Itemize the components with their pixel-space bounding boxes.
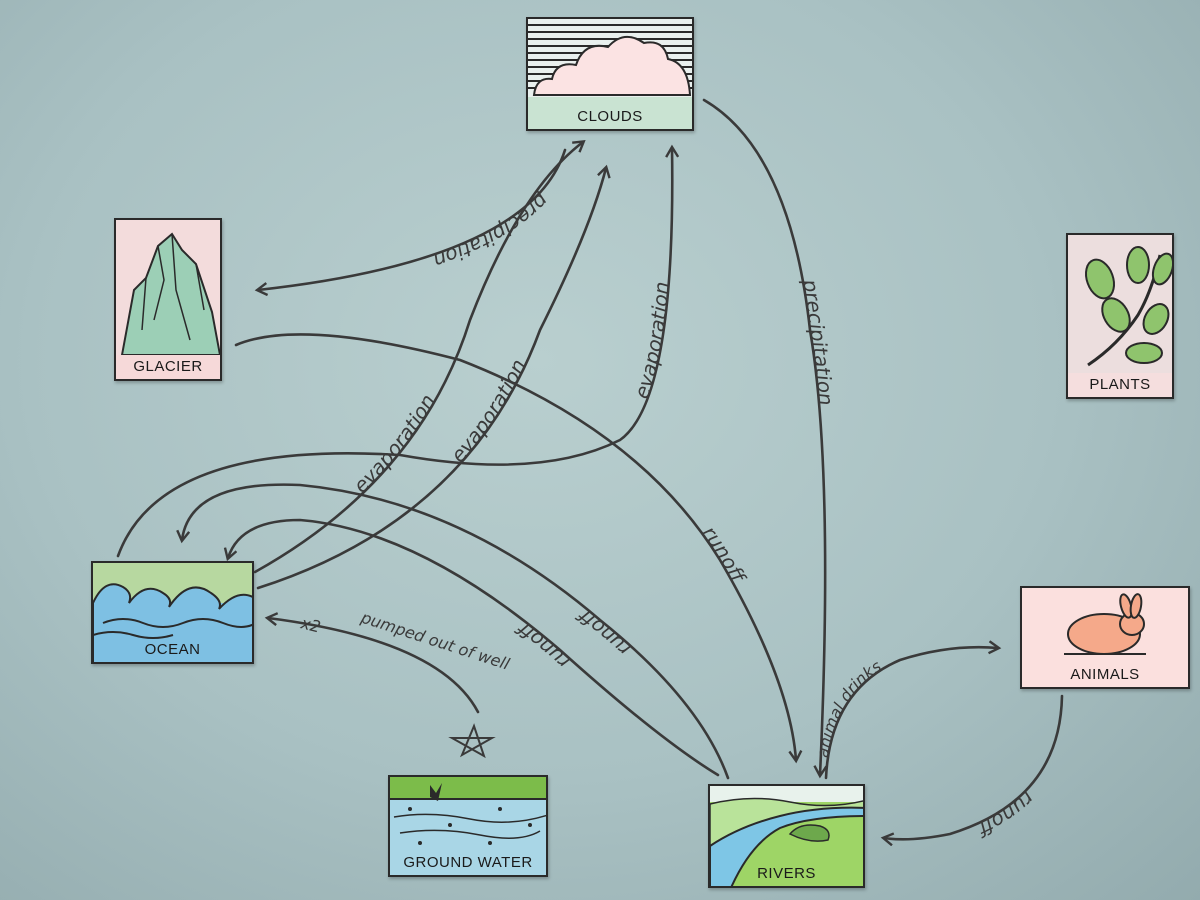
edge-label-ocean-clouds-2: evaporation [446,355,531,467]
star-icon [448,723,496,759]
edge-rivers-to-ocean-1 [182,483,730,780]
edge-clouds-to-glacier [258,148,567,290]
edge-label-glacier-rivers: runoff [697,521,751,588]
rivers-label: RIVERS [757,865,816,882]
edge-clouds-to-rivers [702,98,825,775]
edge-ocean-to-clouds-1 [253,142,583,574]
clouds-icon [528,19,692,129]
edge-glacier-to-rivers [234,333,796,760]
edge-label-clouds-rivers: precipitation [798,277,838,407]
edge-label-clouds-glacier: precipitation [430,188,554,273]
edge-ocean-to-clouds-2 [256,168,606,590]
mountain-icon [116,220,220,379]
ground-water-label: GROUND WATER [403,854,533,871]
node-clouds: CLOUDS [526,17,694,131]
ocean-label: OCEAN [144,641,201,658]
node-glacier: GLACIER [114,218,222,381]
edge-rivers-to-ocean-2 [228,518,720,777]
node-animals: ANIMALS [1020,586,1190,689]
leaf-icon [1068,235,1172,397]
edge-label-rivers-ocean-1: runoff [572,602,636,661]
edge-note-groundwater-ocean: x2 [298,613,323,636]
rabbit-icon [1064,593,1146,655]
glacier-label: GLACIER [133,358,203,375]
edge-label-animals-rivers: runoff [972,787,1039,843]
node-rivers: RIVERS [708,784,865,888]
edge-animals-to-rivers [884,694,1064,839]
edge-label-ocean-clouds-1: evaporation [349,390,440,498]
animals-label: ANIMALS [1070,666,1140,683]
plants-label: PLANTS [1089,376,1151,393]
edge-label-rivers-animals: animal drinks [813,657,885,759]
river-icon [710,786,863,886]
edge-label-rivers-ocean-2: runoff [511,616,575,675]
node-ground-water: GROUND WATER [388,775,548,877]
edge-groundwater-to-ocean [268,618,480,714]
clouds-label: CLOUDS [577,108,643,125]
node-plants: PLANTS [1066,233,1174,399]
edge-rivers-to-animals [824,647,998,780]
edge-label-ocean-clouds-3: evaporation [629,281,674,402]
ground-water-icon [390,777,546,845]
edge-label-groundwater-ocean: pumped out of well [358,607,513,673]
node-ocean: OCEAN [91,561,254,664]
